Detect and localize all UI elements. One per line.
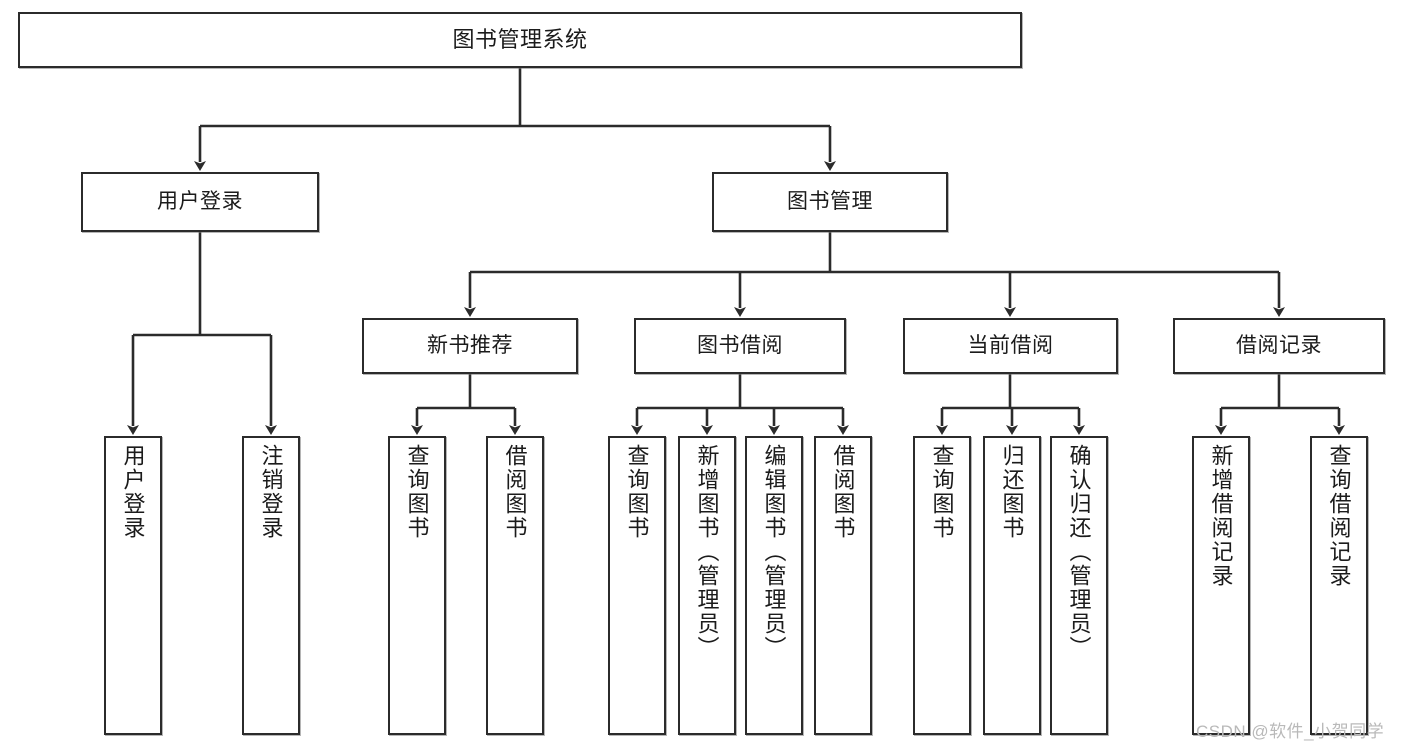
node-leaf-query-book-2[interactable]: 查询图书 <box>608 436 666 735</box>
node-book-borrow[interactable]: 图书借阅 <box>634 318 846 374</box>
node-leaf-user-login-label: 用户登录 <box>120 444 146 540</box>
node-leaf-borrow-book-2-label: 借阅图书 <box>830 444 856 540</box>
node-leaf-query-record-label: 查询借阅记录 <box>1326 444 1352 588</box>
node-leaf-query-book-3-label: 查询图书 <box>929 444 955 540</box>
node-root-label: 图书管理系统 <box>452 27 588 53</box>
node-leaf-query-book-2-label: 查询图书 <box>624 444 650 540</box>
node-root[interactable]: 图书管理系统 <box>18 12 1022 68</box>
node-leaf-return-book[interactable]: 归还图书 <box>983 436 1041 735</box>
node-leaf-add-record-label: 新增借阅记录 <box>1208 444 1234 588</box>
node-leaf-add-book-label: 新增图书（管理员） <box>694 444 720 660</box>
node-current-borrow-label: 当前借阅 <box>967 333 1054 357</box>
node-book-manage[interactable]: 图书管理 <box>712 172 948 232</box>
node-leaf-add-book[interactable]: 新增图书（管理员） <box>678 436 736 735</box>
node-book-manage-label: 图书管理 <box>787 189 873 213</box>
node-leaf-borrow-book-1[interactable]: 借阅图书 <box>486 436 544 735</box>
node-user-login[interactable]: 用户登录 <box>81 172 319 232</box>
node-leaf-add-record[interactable]: 新增借阅记录 <box>1192 436 1250 735</box>
node-leaf-query-book-3[interactable]: 查询图书 <box>913 436 971 735</box>
node-new-book-rec[interactable]: 新书推荐 <box>362 318 578 374</box>
node-leaf-return-book-label: 归还图书 <box>999 444 1025 540</box>
node-leaf-borrow-book-2[interactable]: 借阅图书 <box>814 436 872 735</box>
node-user-login-label: 用户登录 <box>157 189 243 213</box>
node-book-borrow-label: 图书借阅 <box>697 333 783 357</box>
node-leaf-edit-book-label: 编辑图书（管理员） <box>761 444 787 660</box>
node-leaf-borrow-book-1-label: 借阅图书 <box>502 444 528 540</box>
node-leaf-user-login[interactable]: 用户登录 <box>104 436 162 735</box>
node-new-book-rec-label: 新书推荐 <box>427 333 513 357</box>
node-leaf-logout-label: 注销登录 <box>258 444 284 540</box>
node-leaf-confirm-return-label: 确认归还（管理员） <box>1066 444 1092 660</box>
node-leaf-query-book-1[interactable]: 查询图书 <box>388 436 446 735</box>
node-leaf-logout[interactable]: 注销登录 <box>242 436 300 735</box>
node-leaf-confirm-return[interactable]: 确认归还（管理员） <box>1050 436 1108 735</box>
csdn-watermark: CSDN @软件_小贺同学 <box>1196 722 1385 741</box>
node-leaf-edit-book[interactable]: 编辑图书（管理员） <box>745 436 803 735</box>
node-leaf-query-book-1-label: 查询图书 <box>404 444 430 540</box>
node-borrow-record[interactable]: 借阅记录 <box>1173 318 1385 374</box>
node-borrow-record-label: 借阅记录 <box>1236 333 1322 357</box>
node-leaf-query-record[interactable]: 查询借阅记录 <box>1310 436 1368 735</box>
node-current-borrow[interactable]: 当前借阅 <box>903 318 1118 374</box>
